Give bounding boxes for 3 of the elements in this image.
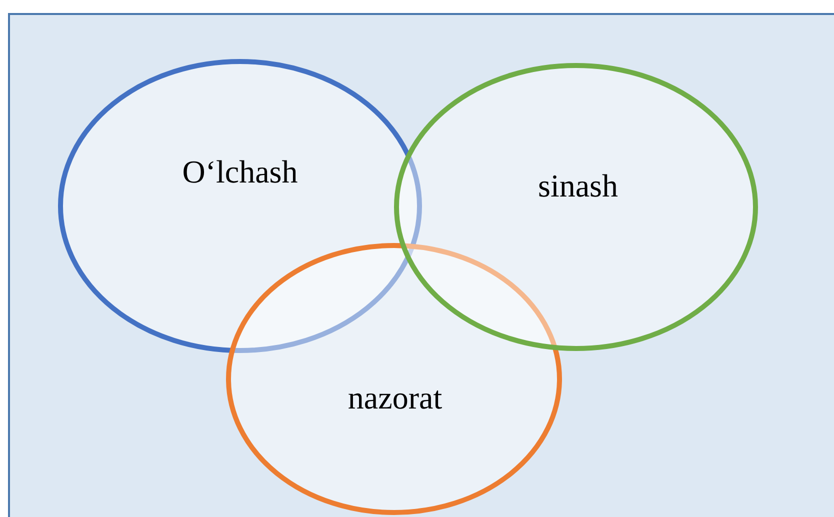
ellipse-label: nazorat <box>348 380 442 416</box>
ellipse-label: sinash <box>538 168 618 204</box>
ellipse-label: O‘lchash <box>182 154 298 190</box>
